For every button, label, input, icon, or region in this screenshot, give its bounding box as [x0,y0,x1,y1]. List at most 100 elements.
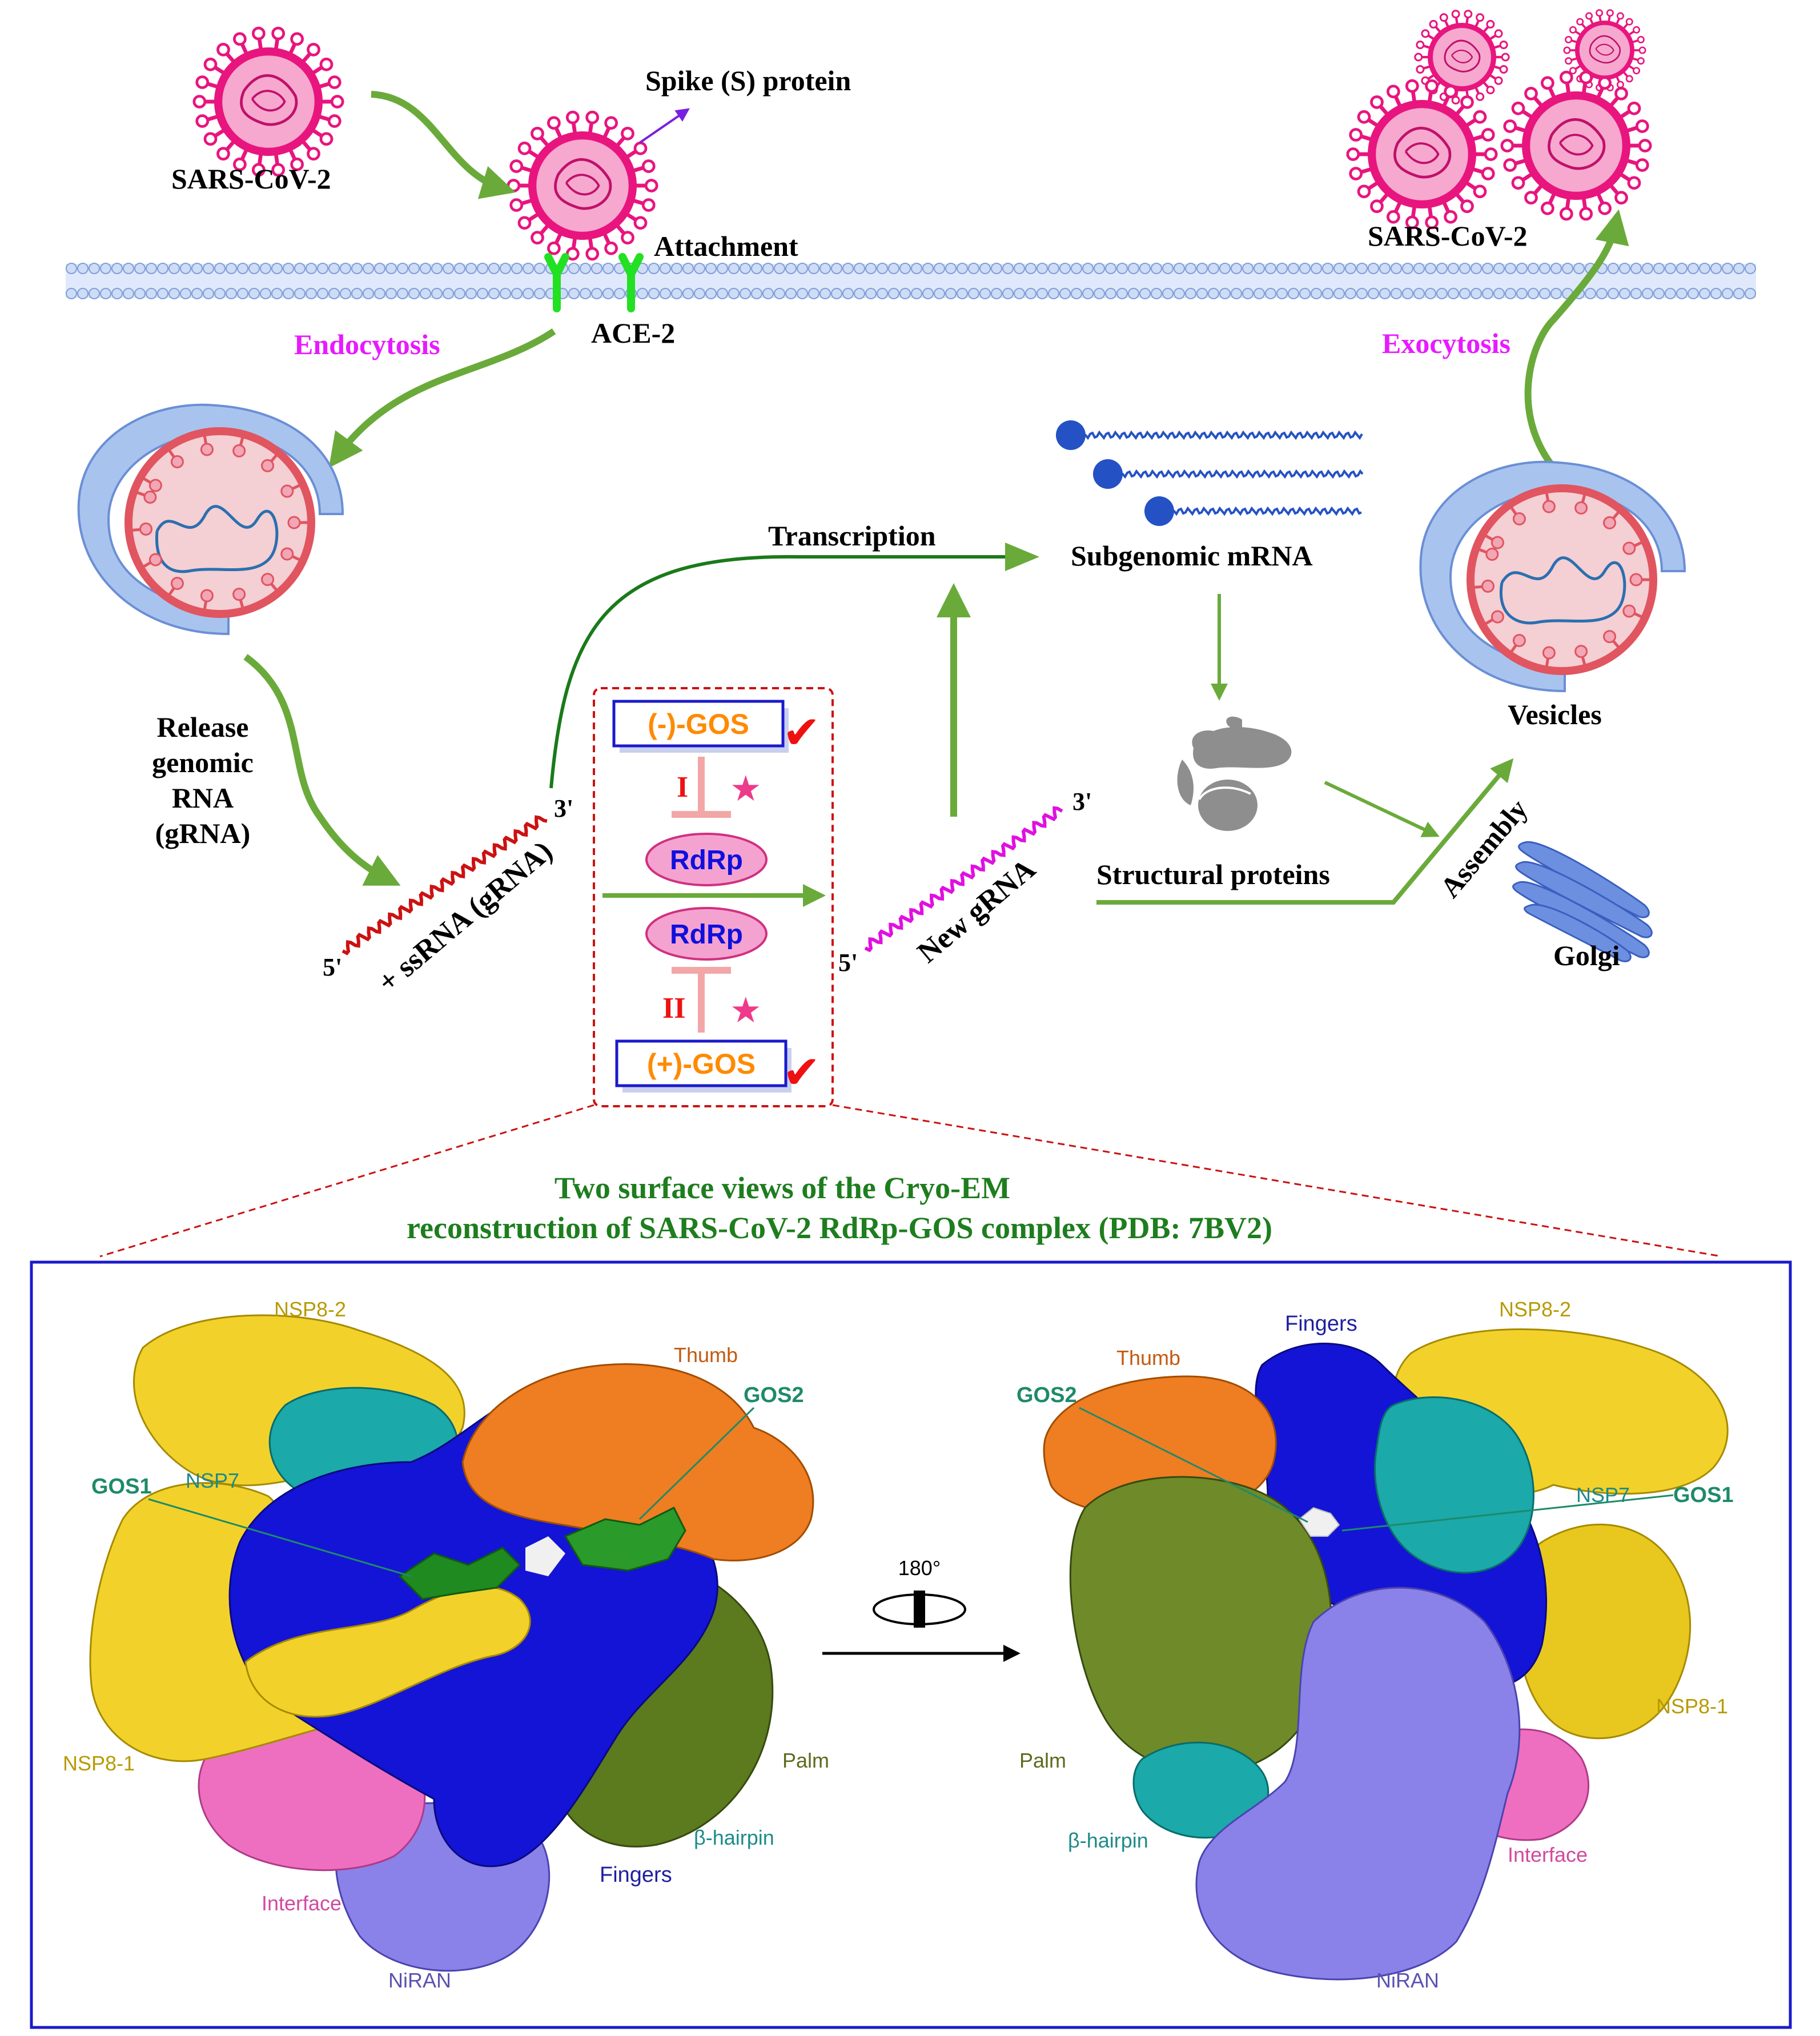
structural-proteins-label: Structural proteins [1096,858,1330,890]
virus-left-label: SARS-CoV-2 [171,163,331,195]
right-label-niran: NiRAN [1376,1969,1439,1992]
right-label-nsp8-1: NSP8-1 [1656,1694,1728,1718]
structural-proteins-icon [1177,716,1292,831]
left-nsp8-1-arm [244,1585,531,1718]
rdrp-ellipse-bottom [645,907,768,961]
left-label-hairpin: β-hairpin [694,1826,774,1849]
right-label-thumb: Thumb [1116,1346,1180,1370]
right-label-nsp8-2: NSP8-2 [1499,1298,1571,1321]
left-gos2-ligand [564,1506,686,1572]
golgi-label: Golgi [1553,939,1620,971]
left-label-gos2: GOS2 [744,1383,804,1407]
left-label-thumb: Thumb [674,1343,738,1367]
virus-icon-released-4 [1500,70,1652,221]
roman-two: II [662,992,685,1025]
five-prime-left: 5' [323,953,342,981]
inhibit-bar-two [698,971,705,1033]
right-labels: Fingers NSP8-2 Thumb GOS2 NSP7 GOS1 NSP8… [1017,1298,1734,1992]
right-label-palm: Palm [1019,1749,1066,1772]
exocytosis-label: Exocytosis [1382,327,1510,359]
right-gos-ligand [1298,1507,1340,1537]
rotation-ellipse-icon [873,1593,966,1625]
gos-plus-box [615,1039,788,1087]
cryoem-title-line-2: reconstruction of SARS-CoV-2 RdRp-GOS co… [407,1211,1272,1245]
left-label-palm: Palm [782,1749,829,1772]
left-white-cavity [525,1536,565,1576]
left-gos1-ligand [398,1547,521,1600]
left-surface-view [89,1314,814,1972]
check-icon-top: ✔ [782,706,821,759]
right-niran-domain [1195,1587,1521,1981]
release-line-4: (gRNA) [155,817,251,849]
three-prime-left: 3' [554,794,573,822]
three-prime-right: 3' [1072,788,1092,816]
arrow-to-attachment [371,91,516,199]
virus-right-label: SARS-CoV-2 [1368,220,1528,252]
ace2-receptor-icon [544,253,644,312]
right-label-fingers: Fingers [1285,1312,1357,1336]
release-line-2: genomic [152,746,254,778]
ace2-label: ACE-2 [591,317,675,349]
subgenomic-mrna-label: Subgenomic mRNA [1071,540,1313,572]
roman-one: I [677,771,688,804]
release-line-3: RNA [172,782,234,814]
right-nsp7-domain [1374,1396,1534,1574]
gos-minus-box [612,700,785,748]
golgi-icon [1512,841,1653,962]
attachment-label: Attachment [654,230,798,262]
vesicles-label: Vesicles [1508,698,1602,730]
inhibit-tee-one [672,811,731,818]
inhibit-bar-one [698,757,705,814]
virus-icon-released-2 [1563,9,1646,91]
spike-pointer-arrow [638,108,690,144]
left-leader-lines [148,1407,755,1577]
virus-icon-released-3 [1346,79,1498,230]
release-label: Release genomic RNA (gRNA) [152,711,254,849]
rdrp-ellipse-top [645,833,768,886]
right-leader-lines [1079,1407,1674,1532]
vesicle-icon [1419,460,1686,693]
arrow-release-grna [243,654,401,886]
rdrp-label-bottom: RdRp [670,919,743,950]
right-label-gos2: GOS2 [1017,1383,1077,1407]
left-label-gos1: GOS1 [91,1475,152,1499]
endocytosis-label: Endocytosis [294,328,440,360]
left-label-nsp7: NSP7 [186,1469,239,1492]
rotation-label: 180° [898,1556,941,1580]
star-icon-one: ★ [730,768,762,809]
new-grna-strand [864,806,1063,953]
left-label-niran: NiRAN [388,1969,451,1992]
arrow-endocytosis [328,328,556,468]
right-label-hairpin: β-hairpin [1068,1829,1148,1852]
mrna-strands-icon [1056,420,1364,526]
virus-icon-incoming [192,26,344,177]
cryoem-title-line-1: Two surface views of the Cryo-EM [555,1171,1010,1205]
left-label-nsp8-1: NSP8-1 [63,1752,135,1775]
rdrp-inhibition-box [593,687,834,1107]
ssrna-strand [341,815,548,955]
transcription-label: Transcription [768,520,936,552]
assembly-path [1096,758,1514,905]
left-labels: NSP8-2 Thumb GOS2 GOS1 NSP7 NSP8-1 Palm … [63,1298,829,1992]
arrow-structural-to-assembly [1324,781,1440,837]
projection-line-left [99,1104,594,1258]
right-surface-view [1043,1328,1729,1981]
inhibit-tee-two [672,967,731,974]
right-label-interface: Interface [1508,1843,1588,1866]
star-icon-two: ★ [730,989,762,1031]
rotation-axis-icon [914,1591,925,1628]
left-label-fingers: Fingers [600,1863,672,1887]
rotation-indicator: 180° [822,1556,1021,1662]
transcription-arrowhead [1005,543,1039,571]
release-line-1: Release [156,711,248,743]
projection-line-right [832,1104,1722,1258]
spike-protein-label: Spike (S) protein [645,65,851,97]
gos-plus-label: (+)-GOS [647,1048,756,1080]
left-label-interface: Interface [262,1892,341,1915]
endosome-icon [77,403,344,636]
transcription-curve [549,555,1028,789]
cell-membrane [66,263,1756,299]
right-label-gos1: GOS1 [1673,1483,1734,1507]
virus-icon-attaching [507,110,658,261]
